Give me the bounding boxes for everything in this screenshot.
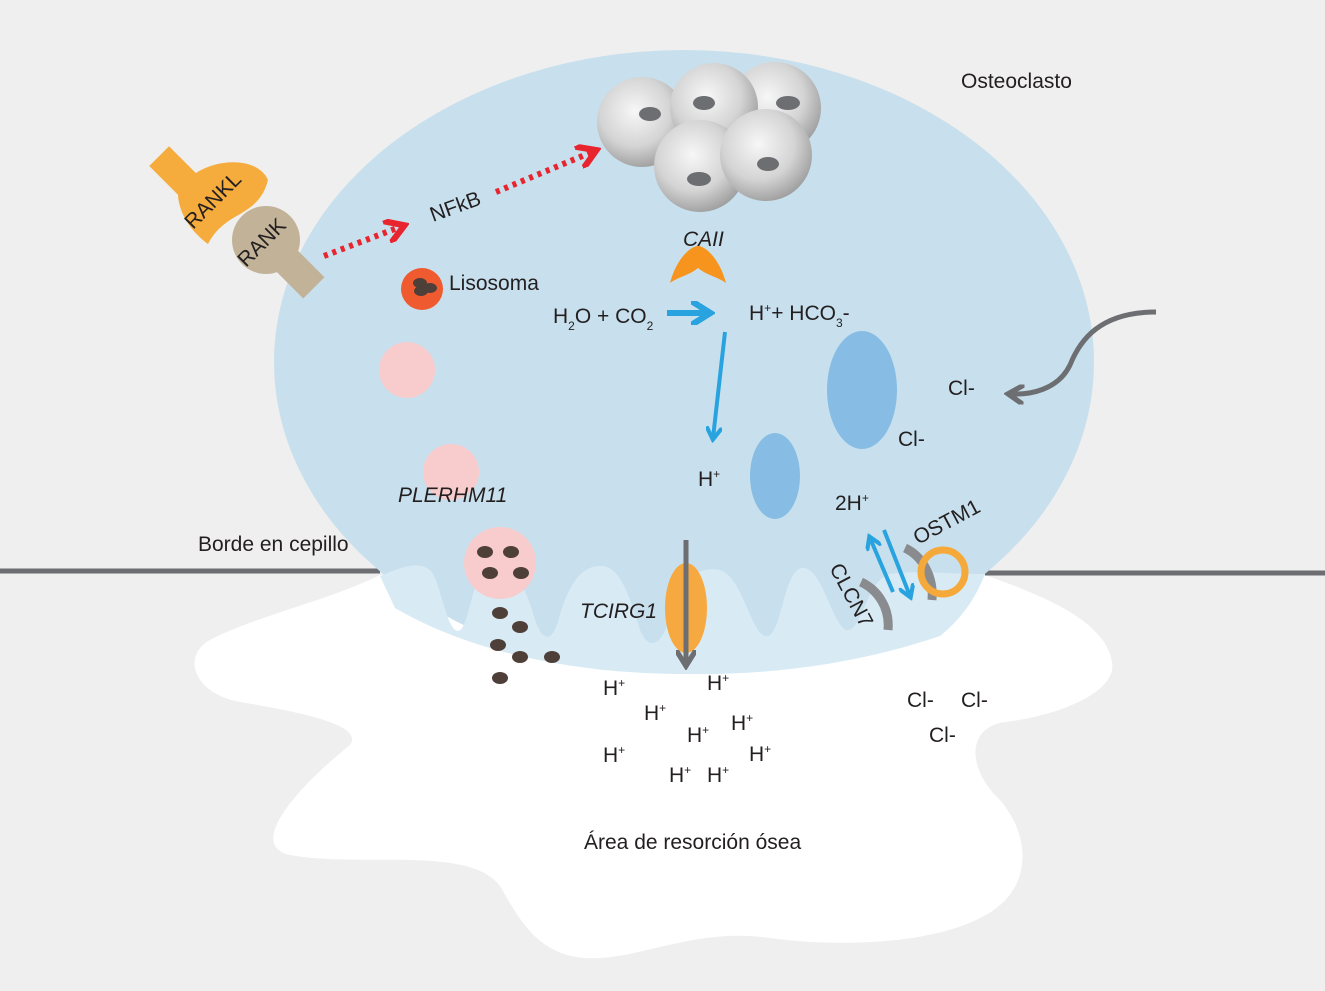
h-ion: H+ [603, 676, 625, 700]
h-inner-label: H+ [698, 467, 720, 491]
plerhm11-label: PLERHM11 [398, 484, 507, 507]
h-ion: H+ [707, 763, 729, 787]
reaction-reactants: H2O + CO2 [553, 305, 654, 333]
h-ion: H+ [707, 671, 729, 695]
cl-inner-label-2: Cl- [898, 428, 925, 451]
h-ion: H+ [644, 701, 666, 725]
caii-enzyme [670, 246, 726, 283]
lysosome-label: Lisosoma [449, 272, 539, 295]
osteoclast-cell [274, 50, 1094, 674]
reaction-products: H++ HCO3- [749, 301, 850, 330]
chloride-channel-small [750, 433, 800, 519]
cl-lacuna-label-3: Cl- [929, 724, 956, 747]
h-ion: H+ [669, 763, 691, 787]
tcirg1-label: TCIRG1 [580, 600, 657, 623]
caii-label: CAII [683, 228, 724, 251]
vesicle [379, 342, 435, 398]
released-granules [490, 607, 560, 684]
rank-receptor [232, 206, 325, 299]
ostm1-protein [917, 546, 969, 598]
exchange-arrow-up [870, 538, 895, 593]
proton-arrow [713, 331, 727, 438]
h-ion: H+ [749, 742, 771, 766]
cl-lacuna-label-1: Cl- [907, 689, 934, 712]
chloride-influx-arrow [1010, 309, 1157, 394]
cl-inner-label-1: Cl- [948, 377, 975, 400]
nuclei-cluster [597, 62, 821, 212]
cl-lacuna-label-2: Cl- [961, 689, 988, 712]
chloride-channel-large [827, 331, 897, 449]
resorption-area-label: Área de resorción ósea [584, 831, 801, 854]
h-ion: H+ [731, 711, 753, 735]
osteoclast-label: Osteoclasto [961, 70, 1072, 93]
h-ion: H+ [687, 723, 709, 747]
clcn7-channel [858, 577, 893, 631]
h-ion: H+ [603, 743, 625, 767]
secretory-vesicle [464, 527, 536, 599]
lacuna-protons: H+ H+ H+ H+ H+ H+ H+ H+ H+ [603, 671, 771, 787]
bone-resorption-area [194, 575, 1113, 959]
rankl-ligand [149, 146, 268, 244]
vesicle [423, 444, 479, 500]
lysosome [401, 268, 443, 310]
brush-border-label: Borde en cepillo [198, 533, 349, 556]
two-h-label: 2H+ [835, 491, 869, 515]
exchange-arrow-down [882, 529, 910, 596]
